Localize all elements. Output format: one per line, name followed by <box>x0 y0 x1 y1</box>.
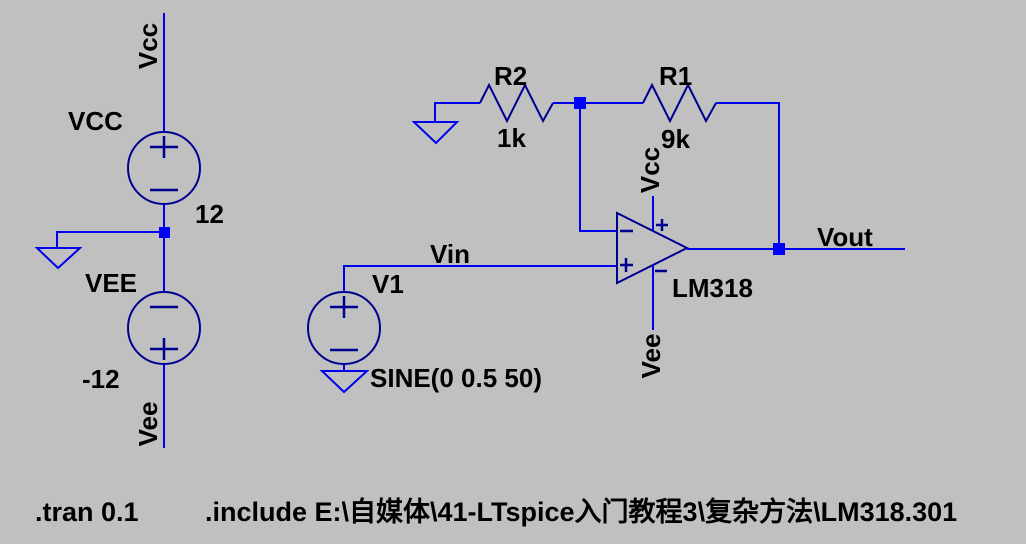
v1-source-name[interactable]: V1 <box>372 269 404 299</box>
plus-mark <box>150 136 178 158</box>
opamp-name[interactable]: LM318 <box>672 273 753 303</box>
r2-name[interactable]: R2 <box>494 61 527 91</box>
vee-source-value[interactable]: -12 <box>82 364 120 394</box>
net-label-vee-rail[interactable]: Vee <box>133 402 163 447</box>
noninverting-input-mark <box>620 258 633 272</box>
ground-symbol-r2[interactable] <box>411 121 460 145</box>
wire-r2-ground[interactable] <box>434 102 480 122</box>
vee-source-name[interactable]: VEE <box>85 268 137 298</box>
net-label-vout[interactable]: Vout <box>817 222 873 252</box>
directive-include[interactable]: .include E:\自媒体\41-LTspice入门教程3\复杂方法\LM3… <box>205 496 957 527</box>
wire-supply-ground[interactable] <box>56 231 164 247</box>
net-label-vcc-rail[interactable]: Vcc <box>133 23 163 69</box>
vee-voltage-source[interactable] <box>127 291 201 365</box>
wire-vin[interactable] <box>343 265 617 292</box>
net-label-opamp-vee[interactable]: Vee <box>636 334 666 379</box>
plus-mark <box>150 338 178 360</box>
wire-feedback-down[interactable] <box>716 102 780 249</box>
v1-voltage-source[interactable] <box>307 291 381 365</box>
vcc-voltage-source[interactable] <box>127 131 201 205</box>
r2-value[interactable]: 1k <box>497 123 526 153</box>
junction-supply-mid <box>159 227 170 238</box>
vcc-pin-mark <box>656 219 668 231</box>
r1-value[interactable]: 9k <box>661 124 690 154</box>
directive-tran[interactable]: .tran 0.1 <box>35 497 139 527</box>
resistor-r2-symbol[interactable] <box>479 82 554 124</box>
resistor-r1-symbol[interactable] <box>642 82 717 124</box>
wire-inverting-input[interactable] <box>579 103 617 232</box>
ground-symbol-supply[interactable] <box>34 247 83 270</box>
junction-output <box>773 243 785 255</box>
r1-name[interactable]: R1 <box>659 61 692 91</box>
net-label-opamp-vcc[interactable]: Vcc <box>635 147 665 193</box>
opamp-symbol[interactable] <box>616 211 690 285</box>
v1-source-value[interactable]: SINE(0 0.5 50) <box>370 363 542 393</box>
ground-symbol-v1[interactable] <box>319 370 370 394</box>
opamp-triangle[interactable] <box>616 211 690 285</box>
net-label-vin[interactable]: Vin <box>430 239 470 269</box>
vcc-source-value[interactable]: 12 <box>195 199 224 229</box>
vcc-source-name[interactable]: VCC <box>68 106 123 136</box>
plus-mark <box>330 296 358 318</box>
